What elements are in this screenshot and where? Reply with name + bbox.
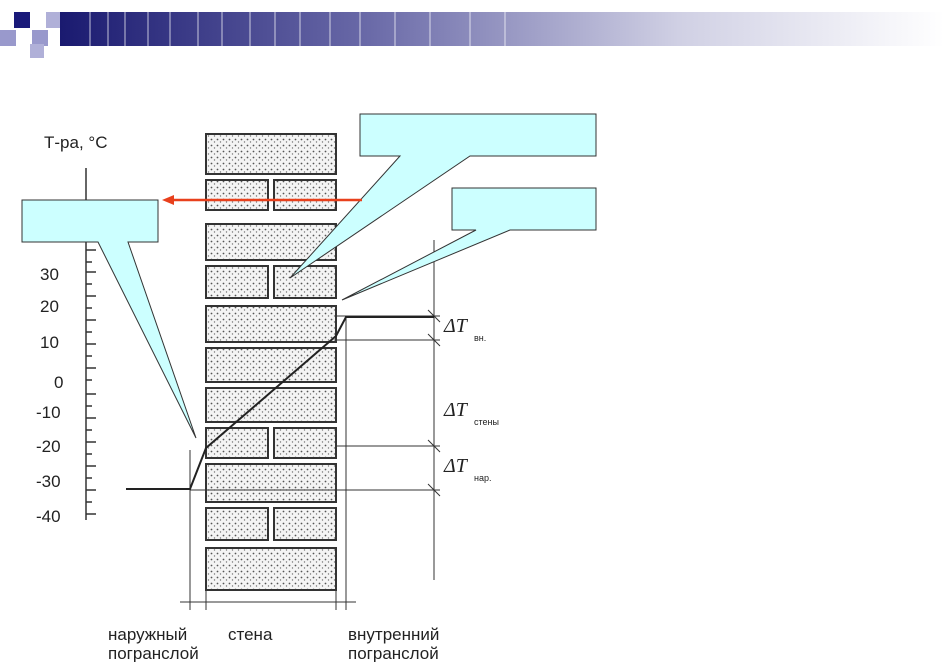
inner-layer-label-line1: внутренний [348, 625, 439, 644]
delta-outer-sub: нар. [474, 473, 491, 483]
outer-layer-label-line1: наружный [108, 625, 187, 644]
callout-left [21, 199, 197, 439]
delta-outer-label: ΔT нар. [443, 455, 491, 483]
tick-label: 20 [40, 297, 59, 316]
tick-label: -40 [36, 507, 61, 526]
callout-right [341, 187, 597, 301]
banner-square-5 [30, 44, 44, 58]
outer-layer-label-line2: погранслой [108, 644, 199, 662]
delta-inner-label: ΔT вн. [443, 315, 486, 343]
brick-wall [205, 133, 337, 591]
delta-outer-symbol: ΔT [443, 455, 469, 477]
delta-wall-label: ΔT стены [443, 399, 499, 427]
tick-label: 30 [40, 265, 59, 284]
y-axis-label: Т-ра, °С [44, 133, 107, 152]
wall-label: стена [228, 625, 273, 644]
inner-layer-label-line2: погранслой [348, 644, 439, 662]
tick-label: -30 [36, 472, 61, 491]
banner-square-2 [0, 30, 16, 46]
y-axis-ticks [86, 249, 96, 515]
tick-label: 10 [40, 333, 59, 352]
delta-inner-symbol: ΔT [443, 315, 469, 337]
banner-square-4 [46, 12, 60, 28]
heat-flow-arrow [162, 195, 362, 205]
temperature-profile [126, 316, 434, 490]
banner-bar [60, 12, 944, 46]
delta-wall-symbol: ΔT [443, 399, 469, 421]
delta-wall-sub: стены [474, 417, 499, 427]
tick-label: -20 [36, 437, 61, 456]
banner-square-1 [14, 12, 30, 28]
tick-label: 0 [54, 373, 63, 392]
banner-square-3 [32, 30, 48, 46]
header-banner [0, 12, 944, 58]
callout-top [289, 113, 597, 279]
banner-stripes [89, 12, 506, 46]
delta-inner-sub: вн. [474, 333, 486, 343]
tick-label: -10 [36, 403, 61, 422]
